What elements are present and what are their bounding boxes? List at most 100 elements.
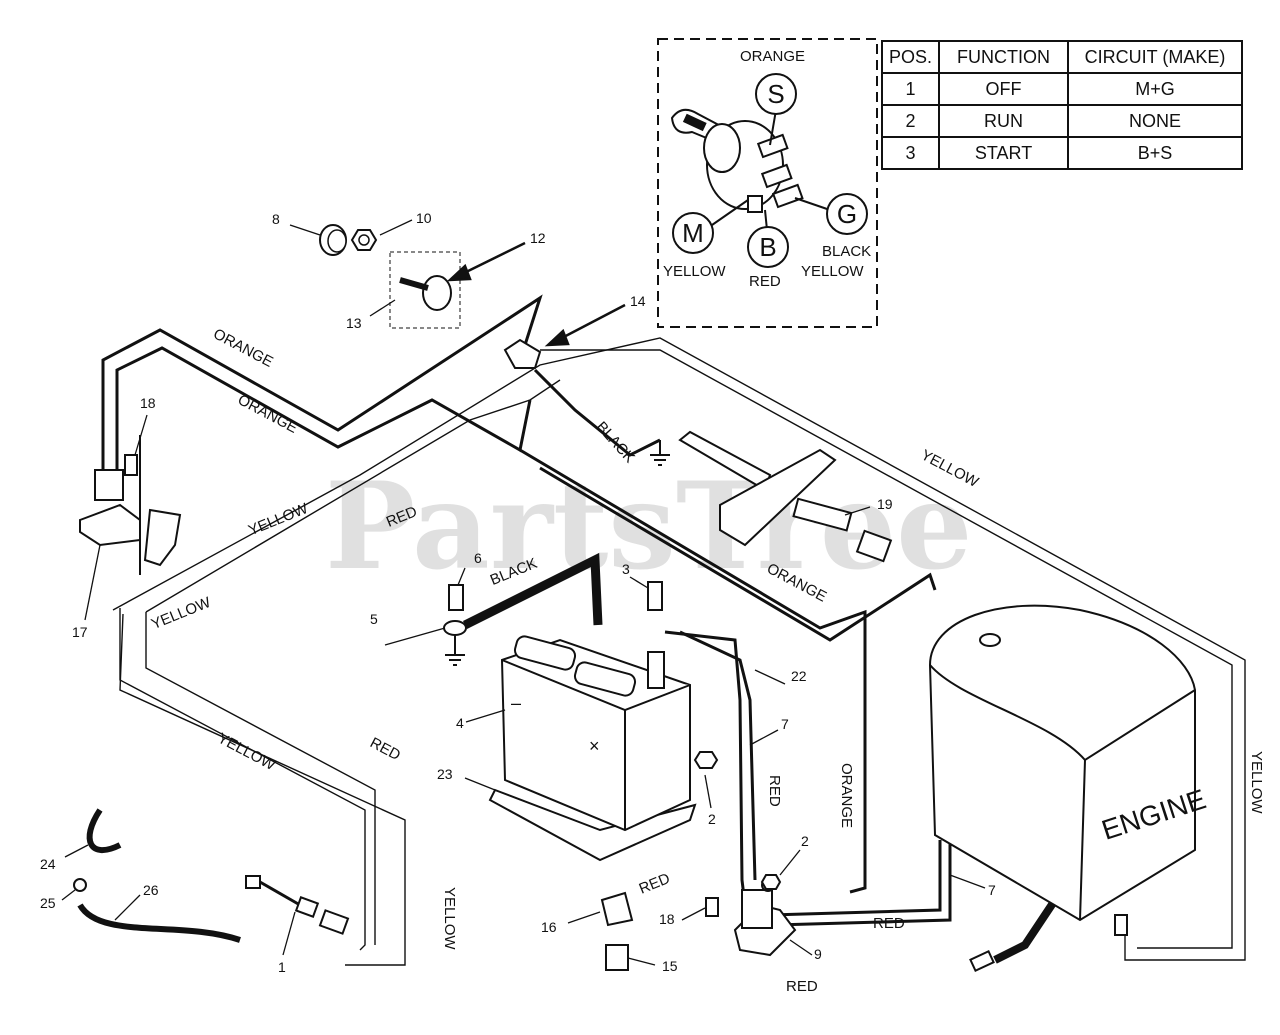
cover-part-15 xyxy=(605,944,629,971)
key-switch-part-13 xyxy=(399,275,452,311)
cell-function: RUN xyxy=(938,104,1070,138)
orange-wire-right xyxy=(519,448,937,894)
cell-function: OFF xyxy=(938,72,1070,106)
callout-22: 22 xyxy=(791,668,807,684)
callout-5: 5 xyxy=(370,611,378,627)
callout-10: 10 xyxy=(416,210,432,226)
nut-part-2b xyxy=(760,874,782,890)
inset-red-b: RED xyxy=(749,273,781,290)
ground-symbol-1 xyxy=(650,440,670,466)
callout-8: 8 xyxy=(272,211,280,227)
terminal-s-label: S xyxy=(767,79,784,109)
inset-yellow-g: YELLOW xyxy=(801,263,864,280)
callout-3: 3 xyxy=(622,561,630,577)
table-header-row: POS. FUNCTION CIRCUIT (MAKE) xyxy=(880,40,1244,74)
inset-yellow-m: YELLOW xyxy=(663,263,726,280)
callout-18b: 18 xyxy=(659,911,675,927)
cell-pos: 1 xyxy=(880,72,941,106)
terminal-m-marker xyxy=(672,212,714,254)
terminal-s-marker xyxy=(755,73,797,115)
connector-part-14 xyxy=(503,338,542,369)
cell-pos: 3 xyxy=(880,136,941,170)
orange-wire-left xyxy=(101,294,543,470)
inset-orange-label: ORANGE xyxy=(740,48,805,65)
cell-function: START xyxy=(938,136,1070,170)
battery-part-4 xyxy=(488,635,697,862)
wire-red-label-4: RED xyxy=(637,870,673,898)
callout-25: 25 xyxy=(40,895,56,911)
bolt-part-6 xyxy=(448,584,464,611)
callout-16: 16 xyxy=(541,919,557,935)
callout-7a: 7 xyxy=(781,716,789,732)
terminal-g-marker xyxy=(826,193,868,235)
header-circuit: CIRCUIT (MAKE) xyxy=(1067,40,1244,74)
table-row: 2 RUN NONE xyxy=(880,104,1244,138)
terminal-b-label: B xyxy=(759,232,776,262)
callout-6: 6 xyxy=(474,550,482,566)
wire-red-label-3: RED xyxy=(766,775,783,807)
callout-17: 17 xyxy=(72,624,88,640)
battery-plus-symbol: × xyxy=(589,736,600,756)
bolt-part-18b xyxy=(705,897,719,917)
cell-circuit: NONE xyxy=(1067,104,1244,138)
table-row: 1 OFF M+G xyxy=(880,72,1244,106)
wire-yellow-label-2: YELLOW xyxy=(149,594,214,633)
terminal-m-label: M xyxy=(682,218,704,248)
header-pos: POS. xyxy=(880,40,941,74)
callout-1: 1 xyxy=(278,959,286,975)
callout-18a: 18 xyxy=(140,395,156,411)
wire-yellow-label-3: YELLOW xyxy=(215,730,279,775)
clamp-part-24 xyxy=(86,808,122,853)
nut-part-10 xyxy=(350,229,378,251)
ground-symbol-2 xyxy=(443,620,467,666)
spark-plug-terminal xyxy=(969,950,995,972)
wire-yellow-label-4: YELLOW xyxy=(441,887,458,950)
callout-14: 14 xyxy=(630,293,646,309)
wire-red-label-5: RED xyxy=(873,915,905,932)
black-ground-wire xyxy=(533,368,661,457)
red-wire xyxy=(119,379,561,951)
callout-2a: 2 xyxy=(708,811,716,827)
solenoid-engine-wires xyxy=(769,840,952,927)
bracket-part-19 xyxy=(678,430,893,563)
engine-block xyxy=(928,604,1196,922)
callout-leaders xyxy=(61,219,986,966)
solenoid-part-9 xyxy=(733,878,797,957)
callout-24: 24 xyxy=(40,856,56,872)
wire-red-label-2: RED xyxy=(367,734,403,764)
callout-9: 9 xyxy=(814,946,822,962)
callout-23: 23 xyxy=(437,766,453,782)
engine-black-cable xyxy=(993,897,1059,964)
battery-ground-cable xyxy=(462,552,603,630)
terminal-g-label: G xyxy=(837,199,857,229)
cell-circuit: B+S xyxy=(1067,136,1244,170)
cell-circuit: M+G xyxy=(1067,72,1244,106)
callout-2b: 2 xyxy=(801,833,809,849)
cover-part-16 xyxy=(600,891,634,927)
ignition-switch-inset: ORANGE S M B G YELLOW RED BLACK xyxy=(657,38,878,328)
wire-orange-label-4: ORANGE xyxy=(838,763,855,828)
callout-19: 19 xyxy=(877,496,893,512)
harness-part-1 xyxy=(245,875,350,935)
yellow-wire xyxy=(112,337,1246,966)
inset-black-g: BLACK xyxy=(822,243,871,260)
bolt-part-3 xyxy=(647,581,663,611)
switch-function-table: POS. FUNCTION CIRCUIT (MAKE) 1 OFF M+G 2… xyxy=(880,40,1244,170)
callout-15: 15 xyxy=(662,958,678,974)
wire-orange-label-2: ORANGE xyxy=(235,391,300,437)
header-function: FUNCTION xyxy=(938,40,1070,74)
terminal-b-marker xyxy=(747,226,789,268)
callout-12: 12 xyxy=(530,230,546,246)
cell-pos: 2 xyxy=(880,104,941,138)
switch-box-13 xyxy=(389,251,461,329)
callout-26: 26 xyxy=(143,882,159,898)
bolt-part-18a xyxy=(124,454,138,476)
callout-4: 4 xyxy=(456,715,464,731)
nut-part-2a xyxy=(693,751,719,769)
callout-13: 13 xyxy=(346,315,362,331)
callout-7b: 7 xyxy=(988,882,996,898)
bezel-part-8 xyxy=(319,224,347,256)
wire-red-label-6: RED xyxy=(786,978,818,995)
engine-connector xyxy=(1114,914,1128,936)
